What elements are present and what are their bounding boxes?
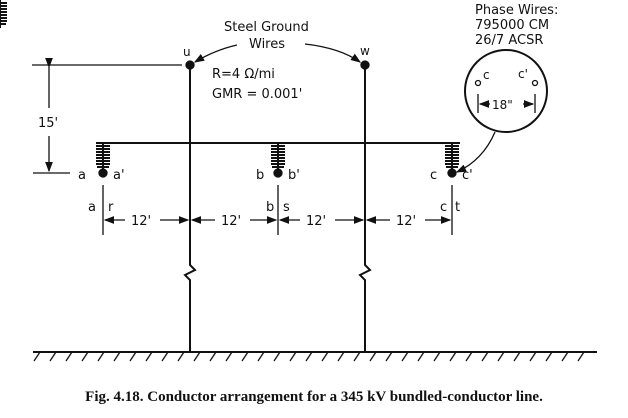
gmr-label: GMR = 0.001' (212, 87, 302, 102)
label-b-prime: b' (288, 168, 300, 183)
spacing-label-2: 12' (221, 214, 241, 229)
label-s: s (283, 200, 290, 215)
arrow-to-bundle (455, 131, 496, 173)
label-c-lower: c (440, 200, 447, 215)
arrow-to-w (304, 43, 362, 63)
resistance-label: R=4 Ω/mi (212, 67, 275, 82)
conductor-b (273, 168, 283, 178)
height-dimension (32, 57, 182, 174)
bundle-detail-circle (464, 49, 548, 133)
phase-wires-label: Phase Wires: (475, 3, 558, 18)
bundle-label-c-prime: c' (518, 67, 528, 81)
label-a-prime: a' (113, 168, 125, 183)
arrow-to-u (193, 44, 238, 63)
bundle-spacing-label: 18" (492, 98, 513, 112)
conductor-c (447, 168, 457, 178)
label-b: b (256, 168, 264, 183)
bundle-spacing-dimension (477, 94, 536, 113)
bundle-label-c: c (483, 68, 490, 82)
bundle-subconductor-c (474, 79, 482, 87)
ground-wires-label-2: Wires (249, 37, 285, 52)
label-r: r (108, 200, 114, 215)
figure-caption: Fig. 4.18. Conductor arrangement for a 3… (85, 389, 543, 405)
label-c: c (430, 168, 437, 183)
bundle-subconductor-c-prime (531, 79, 539, 87)
label-b-lower: b (266, 200, 274, 215)
spacing-label-4: 12' (396, 214, 416, 229)
label-c-prime: c' (462, 168, 473, 183)
ground-wire-w (360, 60, 370, 70)
spacing-label-3: 12' (306, 214, 326, 229)
ground-wire-u (185, 60, 195, 70)
label-w: w (360, 44, 370, 58)
phase-wires-size: 795000 CM (475, 18, 549, 33)
tower-poles (183, 65, 372, 352)
label-a-lower: a (88, 200, 96, 215)
phase-wires-type: 26/7 ACSR (475, 33, 543, 48)
label-a: a (78, 168, 86, 183)
spacing-label-1: 12' (131, 214, 151, 229)
label-u: u (183, 45, 191, 59)
conductor-a (98, 168, 108, 178)
label-t: t (455, 200, 460, 215)
ground-wires-label: Steel Ground (224, 20, 309, 35)
height-label: 15' (38, 116, 58, 131)
ground (33, 351, 597, 362)
spacing-dimensions (102, 185, 453, 235)
